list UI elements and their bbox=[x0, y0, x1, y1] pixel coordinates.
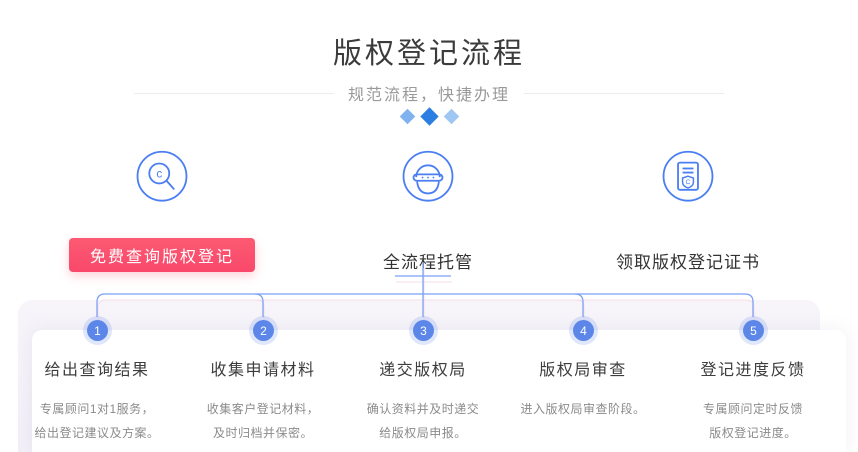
steps-card bbox=[32, 330, 846, 452]
step-item-bureau-review: 版权局审查 进入版权局审查阶段。 bbox=[488, 356, 678, 421]
step-number-badge: 3 bbox=[409, 316, 438, 345]
service-agent-icon bbox=[402, 150, 454, 202]
subtitle-left-divider bbox=[133, 92, 334, 94]
diamond-icon bbox=[399, 108, 415, 124]
page-subtitle: 规范流程，快捷办理 bbox=[347, 87, 510, 104]
step-description: 专属顾问1对1服务， 给出登记建议及方案。 bbox=[34, 402, 160, 440]
feature-column-query: c 免费查询版权登记 bbox=[42, 149, 282, 272]
subtitle-row: 规范流程，快捷办理 bbox=[0, 81, 858, 105]
diamond-icon bbox=[419, 106, 439, 126]
step-item-progress-feedback: 登记进度反馈 专属顾问定时反馈 版权登记进度。 bbox=[658, 356, 848, 445]
diamond-ornament-row bbox=[0, 106, 858, 126]
step-item-query-result: 给出查询结果 专属顾问1对1服务， 给出登记建议及方案。 bbox=[2, 356, 192, 445]
feature-label-hosting: 全流程托管 bbox=[383, 253, 473, 272]
subtitle-right-divider bbox=[524, 92, 724, 94]
diamond-icon bbox=[443, 108, 459, 124]
svg-text:c: c bbox=[156, 168, 162, 181]
feature-column-hosting: 全流程托管 bbox=[308, 149, 548, 273]
free-query-button[interactable]: 免费查询版权登记 bbox=[69, 238, 255, 272]
svg-text:C: C bbox=[686, 179, 691, 186]
step-description: 进入版权局审查阶段。 bbox=[520, 402, 646, 416]
step-description: 确认资料并及时递交 给版权局申报。 bbox=[366, 402, 480, 440]
page-title: 版权登记流程 bbox=[332, 38, 525, 70]
step-description: 专属顾问定时反馈 版权登记进度。 bbox=[702, 402, 803, 440]
certificate-icon: C bbox=[662, 150, 714, 202]
flow-connector-lines bbox=[96, 262, 755, 323]
step-item-submit-bureau: 递交版权局 确认资料并及时递交 给版权局申报。 bbox=[328, 356, 518, 445]
step-title: 递交版权局 bbox=[379, 362, 467, 379]
feature-label-certificate: 领取版权登记证书 bbox=[616, 253, 760, 272]
step-number-badge: 5 bbox=[739, 316, 768, 345]
step-number-badge: 4 bbox=[569, 316, 598, 345]
step-title: 版权局审查 bbox=[539, 362, 627, 379]
step-number-badge: 2 bbox=[249, 316, 278, 345]
feature-column-certificate: C 领取版权登记证书 bbox=[568, 149, 808, 273]
step-title: 给出查询结果 bbox=[44, 362, 150, 379]
step-title: 收集申请材料 bbox=[210, 362, 316, 379]
step-description: 收集客户登记材料， 及时归档并保密。 bbox=[206, 402, 320, 440]
step-item-collect-materials: 收集申请材料 收集客户登记材料， 及时归档并保密。 bbox=[168, 356, 358, 445]
step-title: 登记进度反馈 bbox=[700, 362, 806, 379]
copyright-search-icon: c bbox=[136, 150, 188, 202]
step-number-badge: 1 bbox=[83, 316, 112, 345]
